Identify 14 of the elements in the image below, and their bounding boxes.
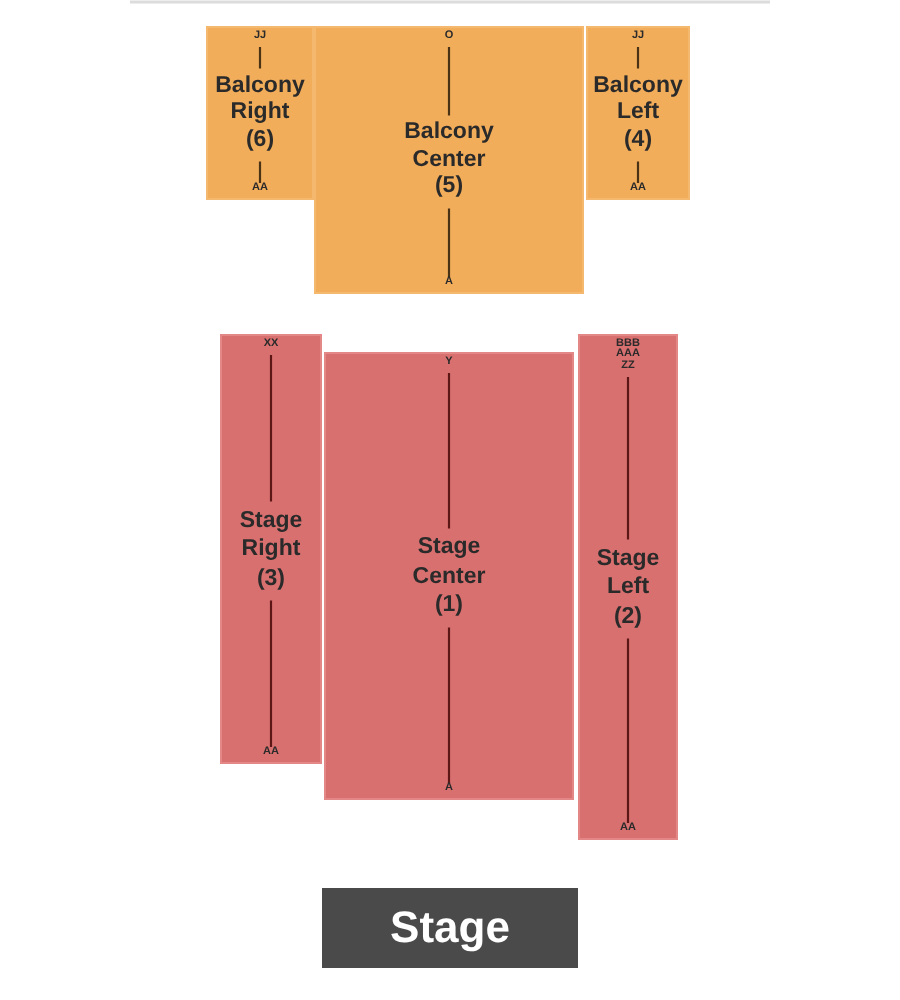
- section-name: Balcony Right (6): [215, 72, 305, 154]
- seating-section: [324, 352, 574, 800]
- seating-section: [586, 26, 690, 200]
- seating-section: [220, 334, 322, 764]
- section-name: Stage Right (3): [239, 505, 303, 593]
- stage-label: Stage: [390, 902, 510, 954]
- seating-section: [206, 26, 314, 200]
- section-name: Stage Center (1): [412, 532, 486, 620]
- section-name: Balcony Center (5): [404, 119, 494, 201]
- section-name: Balcony Left (4): [593, 72, 683, 154]
- stage-block: [322, 888, 578, 968]
- seating-section: [578, 334, 678, 840]
- section-name: Stage Left (2): [596, 543, 660, 631]
- seating-section: [314, 26, 584, 294]
